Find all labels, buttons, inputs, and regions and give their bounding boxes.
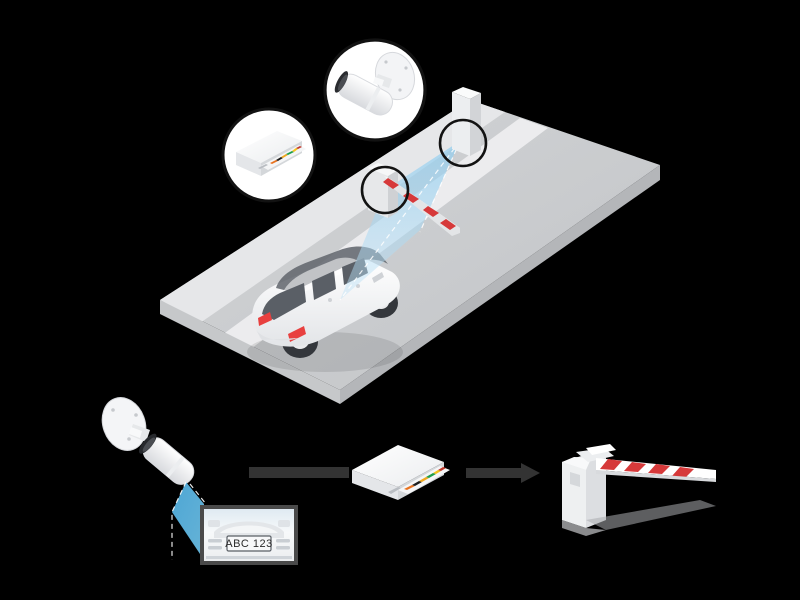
controller-top-face bbox=[352, 445, 444, 487]
road-edge-right bbox=[340, 165, 660, 404]
led-black bbox=[412, 481, 422, 486]
barrier-pivot-top bbox=[586, 444, 616, 455]
connector-arrowhead bbox=[521, 463, 540, 483]
license-plate bbox=[226, 535, 272, 552]
barrier-shadow bbox=[586, 500, 716, 530]
side-window-rear bbox=[312, 271, 336, 300]
rear-window bbox=[262, 283, 306, 320]
camera-barrel bbox=[334, 71, 393, 116]
camera-callout[interactable] bbox=[323, 38, 427, 142]
controller-callout[interactable] bbox=[221, 107, 317, 203]
barrier-post-callout-ring[interactable] bbox=[360, 165, 410, 215]
camera-capture-beam bbox=[172, 482, 204, 560]
connector-line-1 bbox=[249, 467, 349, 478]
controller-indicator-leds bbox=[404, 467, 446, 490]
door-handle-rear bbox=[328, 298, 332, 302]
led-amber bbox=[419, 477, 429, 482]
mount-screw-1 bbox=[111, 408, 115, 412]
bumper-slot-left-2 bbox=[208, 546, 222, 550]
connector-line-2 bbox=[466, 468, 528, 478]
headlight-left bbox=[208, 520, 220, 527]
license-plate-capture[interactable]: ABC 123 bbox=[200, 505, 298, 565]
anpr-camera[interactable] bbox=[95, 391, 207, 560]
access-controller[interactable] bbox=[352, 445, 450, 500]
bumper-line bbox=[206, 556, 292, 559]
controller-box-illustration bbox=[236, 131, 306, 176]
boom-barrier[interactable] bbox=[562, 444, 716, 536]
controller-port bbox=[388, 487, 401, 494]
mount-screw-3 bbox=[127, 437, 131, 441]
camera-barrel-lower bbox=[139, 433, 195, 485]
bullet-camera-illustration bbox=[334, 51, 416, 116]
connector-camera-to-controller bbox=[249, 467, 349, 478]
connector-controller-to-barrier bbox=[466, 463, 540, 483]
headlight-right bbox=[278, 520, 290, 527]
taillight-left bbox=[258, 312, 272, 326]
bumper-slot-right-1 bbox=[276, 539, 290, 543]
plate-card-content bbox=[206, 520, 292, 559]
led-green bbox=[426, 473, 436, 478]
controller-callout-content bbox=[236, 131, 306, 176]
barrier-arm-stripes bbox=[600, 459, 694, 477]
rear-bumper bbox=[256, 330, 298, 341]
bumper-slot-left-1 bbox=[208, 539, 222, 543]
bumper-slot-right-2 bbox=[276, 546, 290, 550]
controller-leds bbox=[270, 146, 302, 164]
beam-edge-left bbox=[171, 481, 187, 560]
mount-screw-2 bbox=[134, 413, 138, 417]
cone-edge-right bbox=[419, 140, 461, 233]
barrier-post-left bbox=[368, 163, 398, 218]
led-yellow bbox=[433, 470, 441, 474]
led-orange bbox=[404, 485, 415, 490]
license-plate-text: ABC 123 bbox=[225, 538, 273, 550]
controller-front-left bbox=[352, 470, 398, 500]
camera-knuckle-hl bbox=[129, 427, 142, 438]
cabinet-base-shadow bbox=[562, 520, 606, 536]
taillight-right bbox=[288, 326, 306, 342]
side-mirror bbox=[372, 272, 384, 283]
road-shoulder-left bbox=[160, 100, 505, 323]
road-edge-left bbox=[160, 300, 340, 404]
signal-flow-row: ABC 123 bbox=[95, 391, 716, 565]
barrier-cabinet-panel bbox=[570, 472, 580, 487]
camera-callout-ring bbox=[323, 38, 427, 142]
boom-barrier-arm bbox=[383, 176, 460, 236]
camera-mount-callout-ring[interactable] bbox=[438, 118, 488, 168]
led-red bbox=[438, 467, 446, 471]
barrier-cabinet-front bbox=[562, 462, 586, 528]
controller-callout-ring bbox=[221, 107, 317, 203]
camera-callout-content bbox=[334, 51, 416, 116]
beam-edge-right bbox=[189, 483, 207, 505]
car-grille bbox=[220, 525, 278, 533]
barrier-arm-shade bbox=[596, 470, 716, 482]
cone-edge-left bbox=[339, 140, 461, 301]
isometric-roadway-scene bbox=[160, 38, 660, 404]
